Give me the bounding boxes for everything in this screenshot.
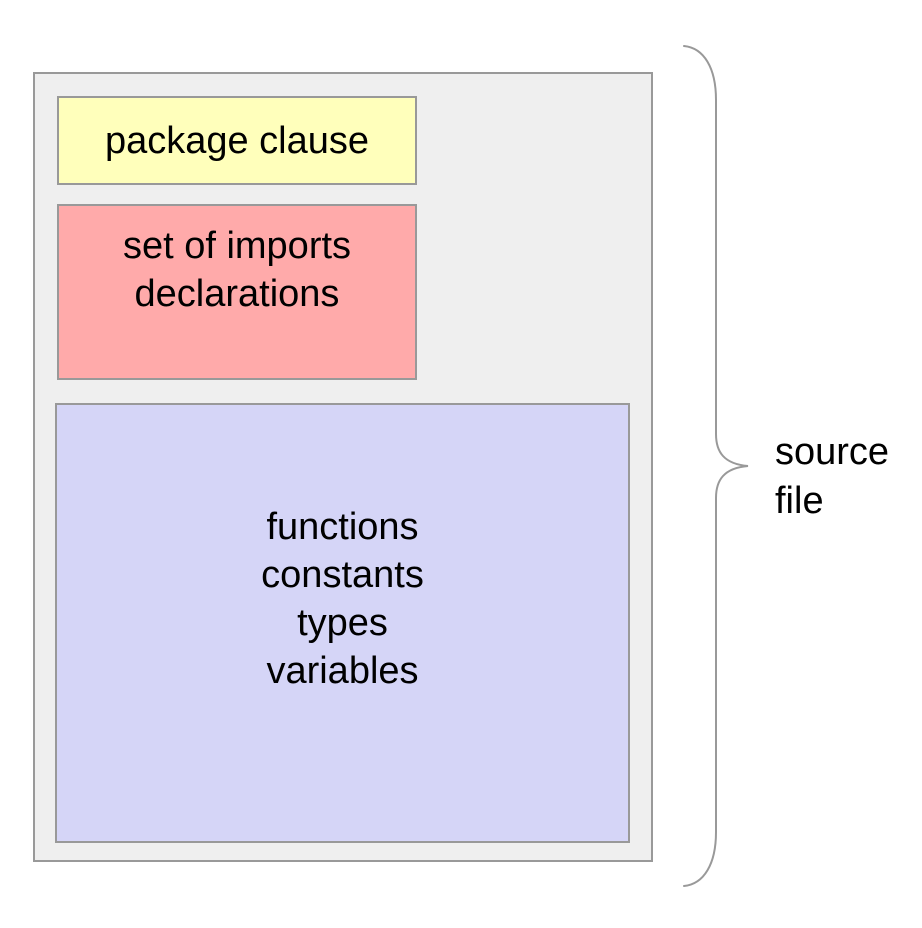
- declarations-label: functions constants types variables: [261, 506, 424, 692]
- curly-brace-icon: [683, 45, 749, 887]
- declarations-box: functions constants types variables: [55, 403, 630, 843]
- package-clause-box: package clause: [57, 96, 417, 185]
- source-file-box: package clause set of imports declaratio…: [33, 72, 653, 862]
- imports-declarations-box: set of imports declarations: [57, 204, 417, 380]
- imports-declarations-label: set of imports declarations: [122, 225, 352, 315]
- source-file-label: source file: [775, 431, 890, 522]
- package-clause-label: package clause: [104, 119, 370, 162]
- curly-brace-path: [683, 45, 749, 887]
